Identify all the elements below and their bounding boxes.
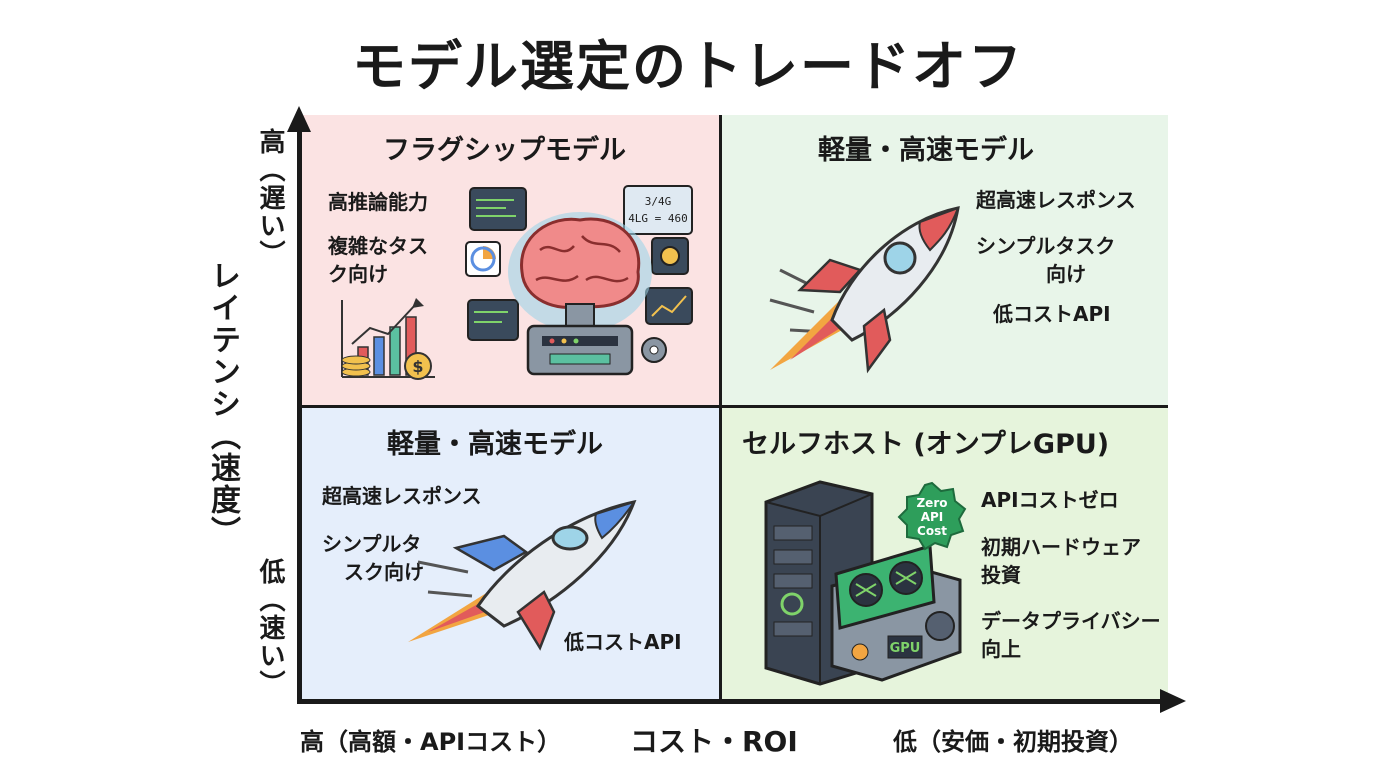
lightweight-bottom-bullet-2b: スク向け — [344, 560, 424, 584]
flagship-bullet-2a: 複雑なタス — [328, 234, 428, 258]
svg-text:3/4G: 3/4G — [645, 195, 672, 208]
x-axis-label: コスト・ROI — [630, 725, 798, 758]
self-host-bullet-3a: データプライバシー — [981, 609, 1161, 633]
lightweight-top-bullet-3: 低コストAPI — [993, 302, 1111, 326]
rocket-icon — [769, 206, 960, 374]
x-axis-arrow-icon — [1160, 689, 1186, 713]
server-icon: GPU — [764, 480, 962, 686]
lightweight-top-bullet-2a: シンプルタスク — [976, 234, 1116, 258]
x-axis-low-label: 低（安価・初期投資） — [893, 728, 1133, 756]
self-host-bullet-1: APIコストゼロ — [981, 488, 1119, 512]
lightweight-top-bullet-2b: 向け — [1046, 262, 1086, 286]
lightweight-top-bullet-1: 超高速レスポンス — [976, 188, 1136, 212]
y-axis-high-label: 高（遅い） — [255, 128, 285, 268]
flagship-bullet-2b: ク向け — [328, 262, 388, 286]
y-axis-low-label: 低（速い） — [255, 558, 285, 698]
quadrant-top-right — [722, 115, 1168, 405]
cost-chart-icon: $ — [341, 298, 435, 380]
rocket-icon — [408, 499, 637, 651]
x-axis-high-label: 高（高額・APIコスト） — [300, 728, 562, 756]
x-axis-line — [297, 699, 1163, 704]
y-axis-line — [297, 128, 302, 704]
quadrant-title-self-host: セルフホスト (オンプレGPU) — [742, 429, 1110, 460]
y-axis-label: レイテンシ（速度） — [205, 260, 240, 548]
y-axis-arrow-icon — [287, 106, 311, 132]
zero-cost-badge-icon: Zero API Cost — [897, 481, 967, 551]
quadrant-title-flagship: フラグシップモデル — [383, 135, 626, 166]
lightweight-bottom-bullet-3: 低コストAPI — [564, 630, 682, 654]
self-host-bullet-2b: 投資 — [981, 563, 1021, 587]
gpu-label: GPU — [890, 641, 921, 656]
quadrant-title-lightweight-bottom: 軽量・高速モデル — [387, 429, 603, 460]
quadrant-title-lightweight-top: 軽量・高速モデル — [818, 135, 1034, 166]
flagship-bullet-1: 高推論能力 — [328, 190, 428, 214]
svg-text:API: API — [921, 510, 944, 524]
self-host-bullet-3b: 向上 — [981, 637, 1021, 661]
quadrant-divider-horizontal — [302, 405, 1168, 408]
lightweight-bottom-bullet-2a: シンプルタ — [322, 532, 422, 556]
page-title: モデル選定のトレードオフ — [352, 35, 1024, 98]
dollar-sign-icon: $ — [412, 357, 423, 376]
lightweight-bottom-bullet-1: 超高速レスポンス — [322, 484, 482, 508]
svg-text:Cost: Cost — [917, 524, 947, 538]
brain-icon: 3/4G 4LG = 460 — [465, 185, 693, 376]
svg-text:Zero: Zero — [916, 496, 947, 510]
svg-text:4LG = 460: 4LG = 460 — [628, 212, 688, 225]
self-host-bullet-2a: 初期ハードウェア — [981, 535, 1141, 559]
